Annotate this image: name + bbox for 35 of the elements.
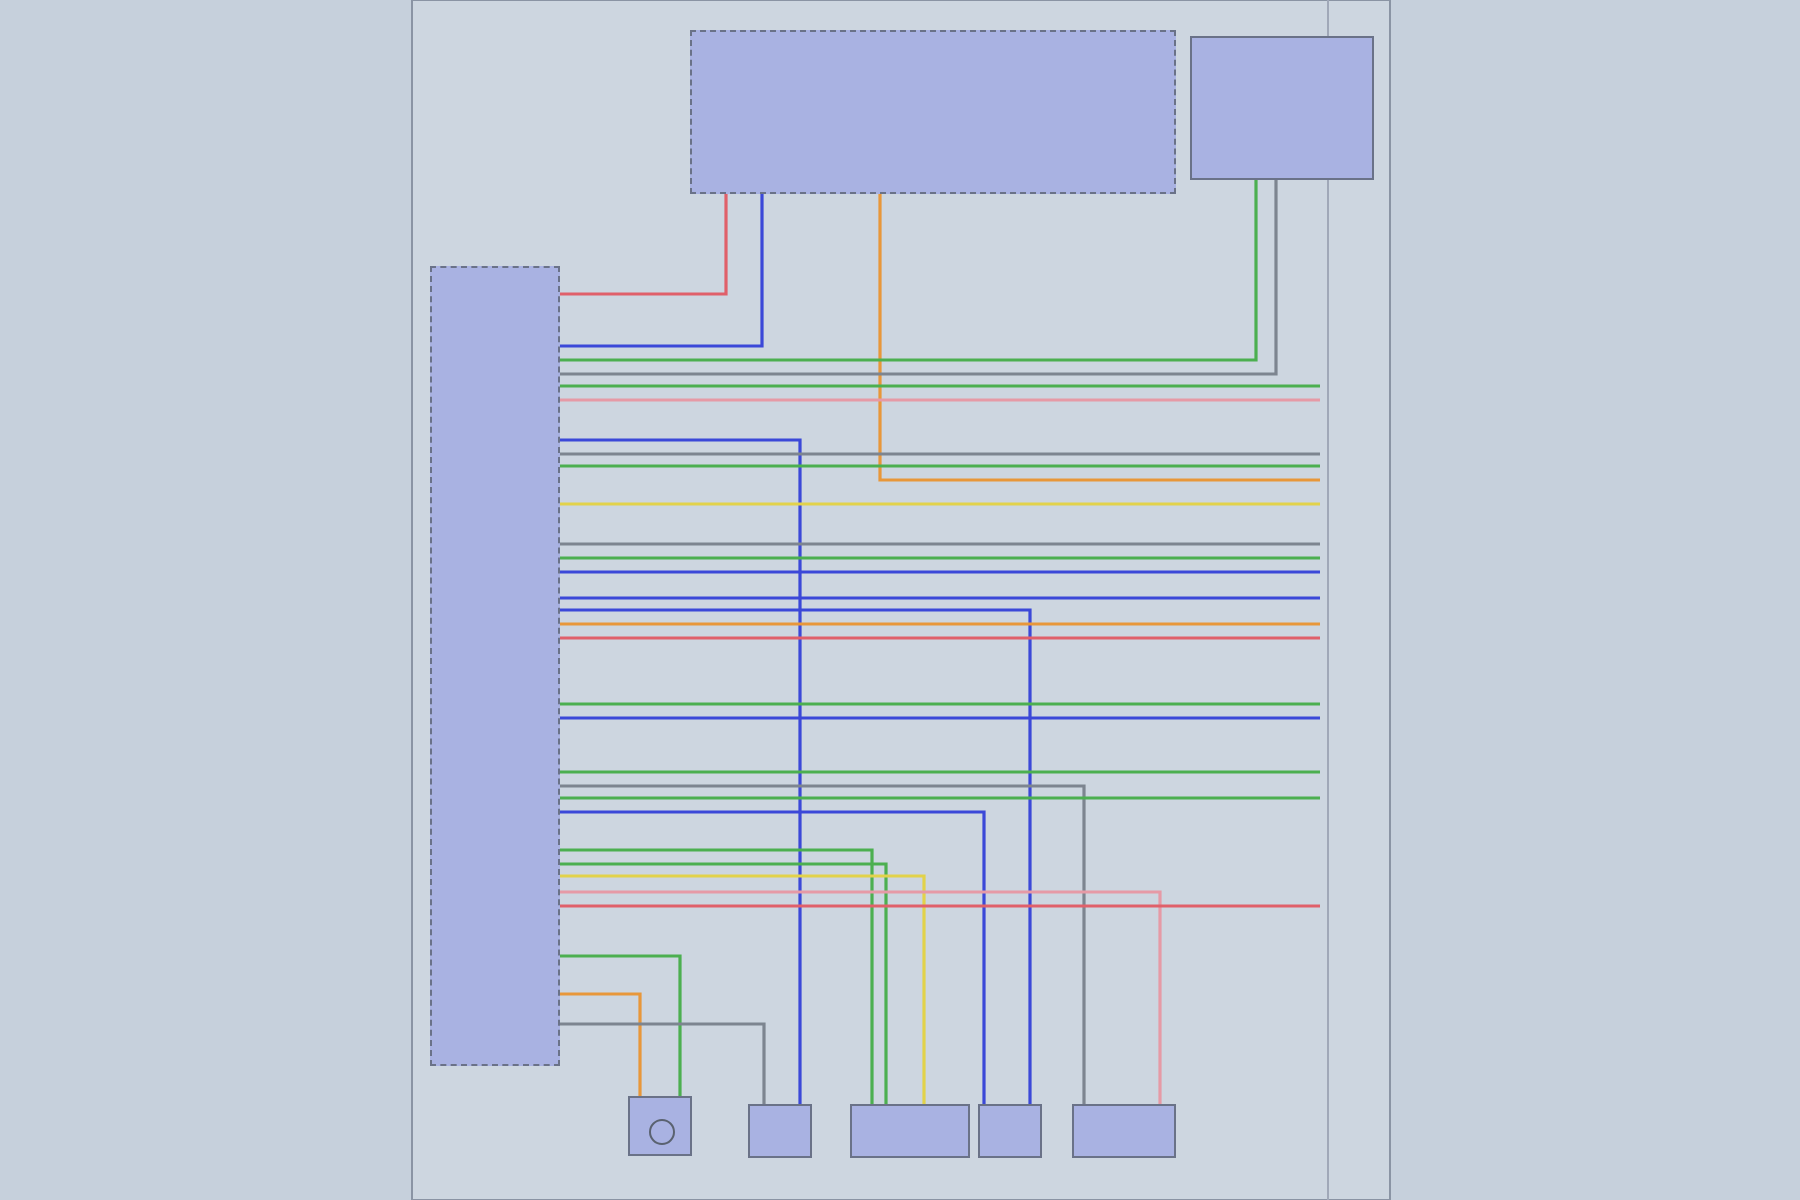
wire [560,608,1032,1104]
connector-block [430,266,560,1066]
wire [560,702,1320,706]
wire [560,452,1320,456]
sensor-box [978,1104,1042,1158]
wire [560,194,764,348]
wire [560,636,1320,640]
wire [560,502,1320,506]
wire [560,954,682,1096]
wire [560,796,1320,800]
wire [560,622,1320,626]
wire [560,464,1320,468]
wire [560,384,1320,388]
wire [560,1022,766,1104]
wire [560,904,1320,908]
sensor-box [1072,1104,1176,1158]
wire [560,194,728,296]
wire [560,992,642,1096]
wire [560,784,1086,1104]
sensor-box [628,1096,692,1156]
relay-box [1190,36,1374,180]
sensor-box [748,1104,812,1158]
wire [878,194,1320,482]
wire [560,890,1162,1104]
wire [560,542,1320,546]
wire [560,770,1320,774]
wire [560,596,1320,600]
wire [560,438,802,1104]
wire [560,570,1320,574]
wire [560,556,1320,560]
wire [560,398,1320,402]
wire [560,810,986,1104]
junction-box [690,30,1176,194]
wire [560,716,1320,720]
sensor-box [850,1104,970,1158]
